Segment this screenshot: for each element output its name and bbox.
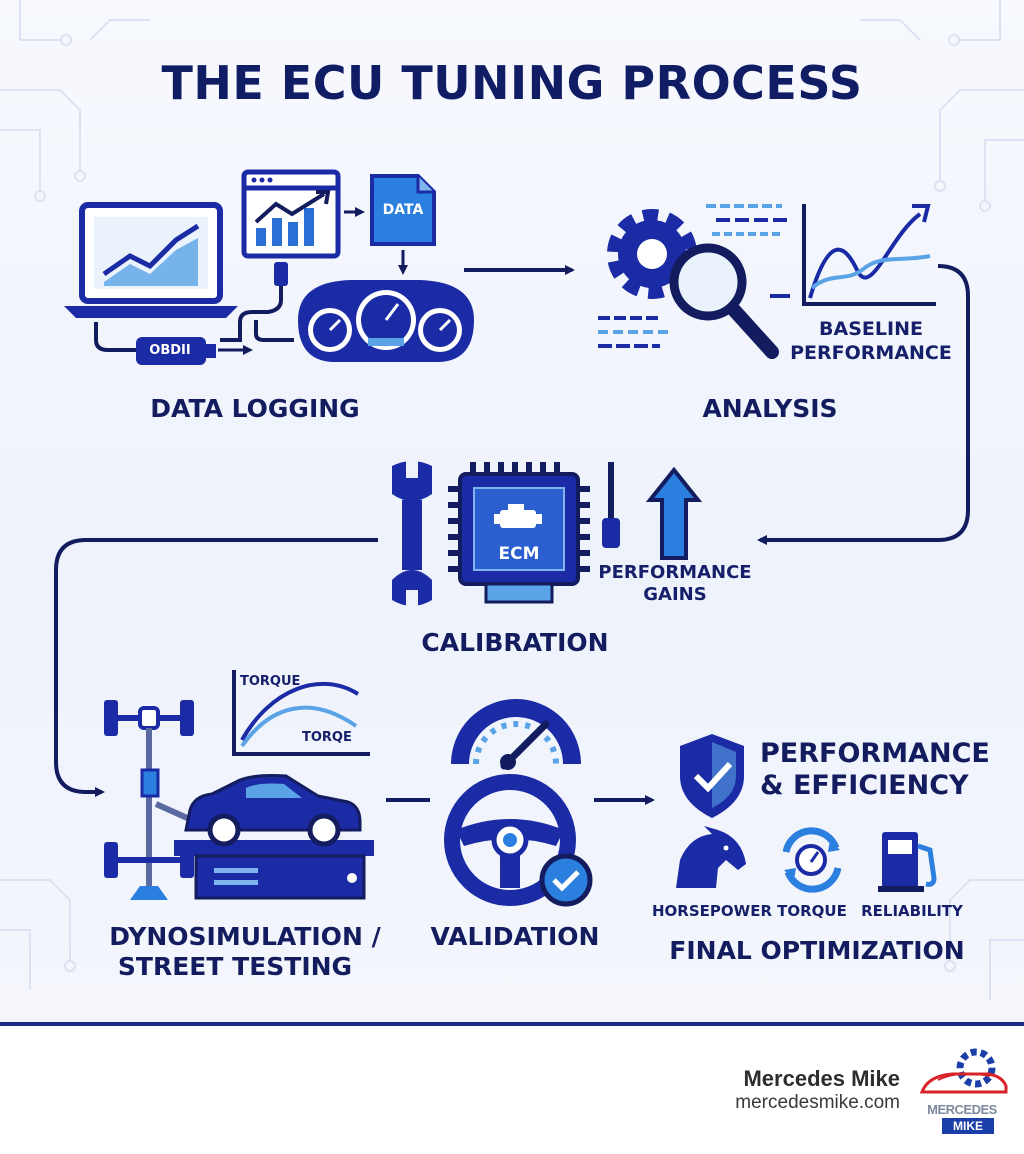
diagram-canvas: THE ECU TUNING PROCESS DATA OBDII BASELI… xyxy=(0,0,1024,1026)
arrow-analysis-to-calibration xyxy=(757,264,970,545)
diagram-graphics xyxy=(0,0,1024,1000)
metric-torque: TORQUE xyxy=(777,902,847,920)
final-optimization-illustration xyxy=(676,734,937,893)
arrow-calibration-to-dyno xyxy=(54,538,378,797)
validation-illustration xyxy=(444,699,593,907)
dashboard-gauges-icon xyxy=(298,280,474,362)
ecm-chip-icon xyxy=(448,462,590,604)
brand-url: mercedesmike.com xyxy=(735,1092,900,1113)
chart-window-icon xyxy=(241,169,341,259)
footer xyxy=(0,1026,1024,1154)
stage-label-dyno-line1: DYNOSIMULATION / xyxy=(109,922,381,951)
logo-text-top: MERCEDES xyxy=(927,1102,997,1117)
usb-cable-icon xyxy=(220,262,294,342)
baseline-label-line2: PERFORMANCE xyxy=(790,342,952,364)
baseline-label-line1: BASELINE xyxy=(819,318,923,340)
stage-label-data-logging: DATA LOGGING xyxy=(150,394,360,423)
performance-graph-icon xyxy=(802,204,936,306)
data-file-label: DATA xyxy=(382,202,424,218)
car-icon xyxy=(184,774,362,847)
final-heading-line2: & EFFICIENCY xyxy=(760,770,969,801)
circuit-background xyxy=(0,0,1024,1000)
horse-icon xyxy=(676,826,746,888)
performance-gains-arrow-icon xyxy=(645,466,703,560)
footer-divider xyxy=(0,1022,1024,1026)
speedometer-icon xyxy=(451,699,581,770)
data-file-icon xyxy=(370,174,436,246)
steering-wheel-icon xyxy=(444,774,576,906)
stage-label-dyno-line2: STREET TESTING xyxy=(117,952,353,981)
torque-curve-label-2: TORQE xyxy=(302,730,352,745)
stage-label-validation: VALIDATION xyxy=(430,922,600,951)
wrench-icon xyxy=(392,460,432,606)
stage-label-analysis: ANALYSIS xyxy=(702,394,838,423)
logo-text-bottom: MIKE xyxy=(942,1118,994,1134)
fuel-pump-icon xyxy=(878,832,937,892)
chassis-frame-icon xyxy=(104,700,216,900)
laptop-icon xyxy=(64,202,238,318)
shield-check-icon xyxy=(680,734,744,818)
mercedes-mike-logo-icon xyxy=(919,1048,1008,1094)
engine-icon xyxy=(494,504,542,528)
ecm-chip-label: ECM xyxy=(498,544,540,564)
stage-label-calibration: CALIBRATION xyxy=(421,628,609,657)
obd-port-label: OBDII xyxy=(149,343,191,358)
final-heading-line1: PERFORMANCE xyxy=(760,738,990,769)
magnifying-glass-icon xyxy=(669,243,779,359)
metric-reliability: RELIABILITY xyxy=(861,902,963,920)
check-badge-icon xyxy=(539,853,593,907)
data-lines xyxy=(598,204,790,348)
torque-graph-icon xyxy=(232,670,370,756)
data-logging-illustration xyxy=(64,169,474,365)
torque-curve-label-1: TORQUE xyxy=(240,674,301,689)
dyno-bench-icon xyxy=(174,840,374,900)
torque-gauge-icon xyxy=(782,827,842,893)
analysis-illustration xyxy=(598,204,936,359)
obd-connector-icon xyxy=(94,322,216,365)
performance-gains-line1: PERFORMANCE xyxy=(598,562,752,583)
performance-gains-line2: GAINS xyxy=(643,584,707,605)
screwdriver-icon xyxy=(602,462,620,548)
brand-name: Mercedes Mike xyxy=(743,1066,900,1091)
metric-horsepower: HORSEPOWER xyxy=(652,902,772,920)
calibration-illustration xyxy=(392,460,703,606)
stage-label-final-optimization: FINAL OPTIMIZATION xyxy=(669,936,965,965)
dyno-illustration xyxy=(104,670,374,900)
page-title: THE ECU TUNING PROCESS xyxy=(161,56,863,110)
